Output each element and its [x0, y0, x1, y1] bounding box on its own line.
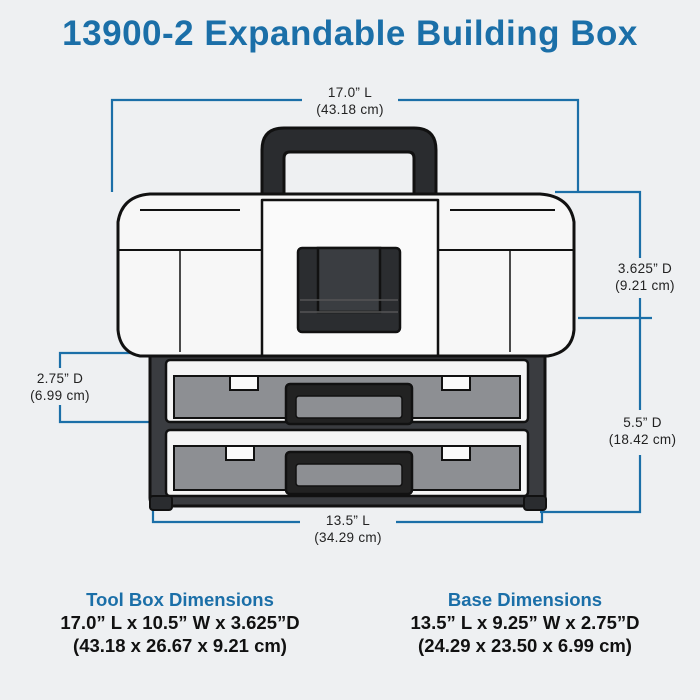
base-dimensions: Base Dimensions 13.5” L x 9.25” W x 2.75… [360, 588, 690, 657]
dim-base-depth: 5.5” D (18.42 cm) [585, 414, 700, 448]
dim-length-top-imperial: 17.0” L [327, 85, 373, 100]
dim-drawer-depth: 2.75” D (6.99 cm) [0, 370, 120, 404]
dim-line-drawer-depth-top [58, 351, 150, 368]
dim-drawer-depth-metric: (6.99 cm) [30, 388, 90, 403]
base-heading: Base Dimensions [447, 589, 603, 610]
dim-base-length-metric: (34.29 cm) [314, 530, 382, 545]
base-line1: 13.5” L x 9.25” W x 2.75”D [410, 612, 640, 633]
dim-line-base-depth-bottom [540, 455, 642, 514]
page-title: 13900-2 Expandable Building Box [62, 14, 638, 53]
lid-latch [296, 246, 402, 334]
dim-base-depth-imperial: 5.5” D [623, 415, 662, 430]
dim-line-length-top-left [110, 98, 302, 192]
tool-box-line1: 17.0” L x 10.5” W x 3.625”D [60, 612, 300, 633]
drawer-bottom [164, 428, 530, 498]
drawer-top [164, 358, 530, 426]
base-line2: (24.29 x 23.50 x 6.99 cm) [418, 635, 632, 656]
dim-drawer-depth-imperial: 2.75” D [36, 371, 84, 386]
base-feet [149, 495, 547, 511]
tool-box-line2: (43.18 x 26.67 x 9.21 cm) [73, 635, 287, 656]
dim-line-drawer-depth-bottom [58, 405, 150, 424]
dim-length-top: 17.0” L (43.18 cm) [290, 84, 410, 118]
tool-box-dimensions: Tool Box Dimensions 17.0” L x 10.5” W x … [20, 588, 340, 657]
dim-base-length-imperial: 13.5” L [325, 513, 371, 528]
dim-lid-depth: 3.625” D (9.21 cm) [590, 260, 700, 294]
dim-lid-depth-imperial: 3.625” D [617, 261, 673, 276]
dim-line-length-top-right [398, 98, 580, 192]
tool-box-heading: Tool Box Dimensions [86, 589, 274, 610]
dim-length-top-metric: (43.18 cm) [316, 102, 384, 117]
dim-lid-depth-metric: (9.21 cm) [615, 278, 675, 293]
dim-base-length: 13.5” L (34.29 cm) [288, 512, 408, 546]
dim-line-lid-depth-top [555, 190, 642, 258]
dim-base-depth-metric: (18.42 cm) [608, 432, 677, 447]
